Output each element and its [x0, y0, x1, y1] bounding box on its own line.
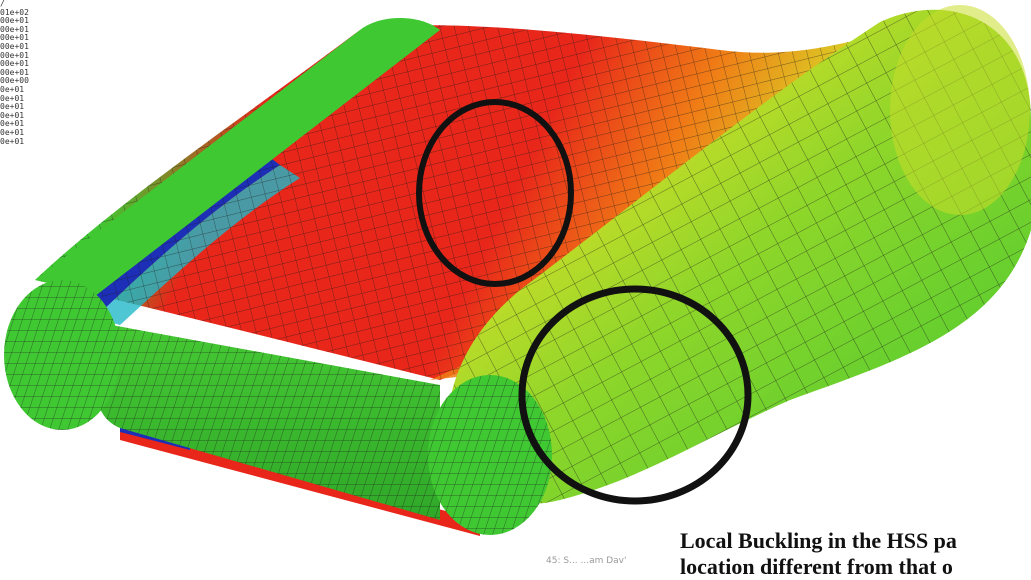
legend-label: 00e+01: [0, 68, 29, 77]
contour-legend: / 01e+02 00e+01 00e+01 00e+01 00e+01 00e…: [0, 0, 52, 146]
right-tube-end-cap: [890, 5, 1030, 215]
legend-label: 00e+01: [0, 60, 29, 69]
caption-line-1: Local Buckling in the HSS pa: [680, 528, 957, 553]
legend-label: 0e+01: [0, 137, 25, 146]
figure-caption: Local Buckling in the HSS pa location di…: [680, 528, 957, 580]
front-right-end-cap-mesh: [428, 375, 552, 535]
legend-label: 0e+01: [0, 103, 25, 112]
legend-label: 0e+01: [0, 94, 25, 103]
legend-label: 01e+02: [0, 8, 29, 17]
watermark-text: 45: S... ...am Dav': [546, 556, 627, 566]
legend-label: 00e+01: [0, 42, 29, 51]
legend-label: 0e+01: [0, 111, 25, 120]
front-face-mesh: [95, 322, 440, 520]
buckling-circle-top: [416, 99, 574, 287]
legend-label: 0e+01: [0, 120, 25, 129]
legend-label: 00e+00: [0, 77, 29, 86]
right-tube-mesh: [445, 9, 1031, 504]
left-tube: [35, 18, 440, 300]
legend-label: 00e+01: [0, 51, 29, 60]
legend-header: /: [0, 0, 5, 8]
legend-label: 00e+01: [0, 34, 29, 43]
legend-label: 0e+01: [0, 128, 25, 137]
caption-line-2: location different from that o: [680, 554, 953, 579]
legend-label: 00e+01: [0, 17, 29, 26]
legend-label: 0e+01: [0, 85, 25, 94]
legend-label: 00e+01: [0, 25, 29, 34]
buckling-circle-bottom: [518, 285, 752, 505]
left-end-cap-mesh: [4, 280, 120, 430]
